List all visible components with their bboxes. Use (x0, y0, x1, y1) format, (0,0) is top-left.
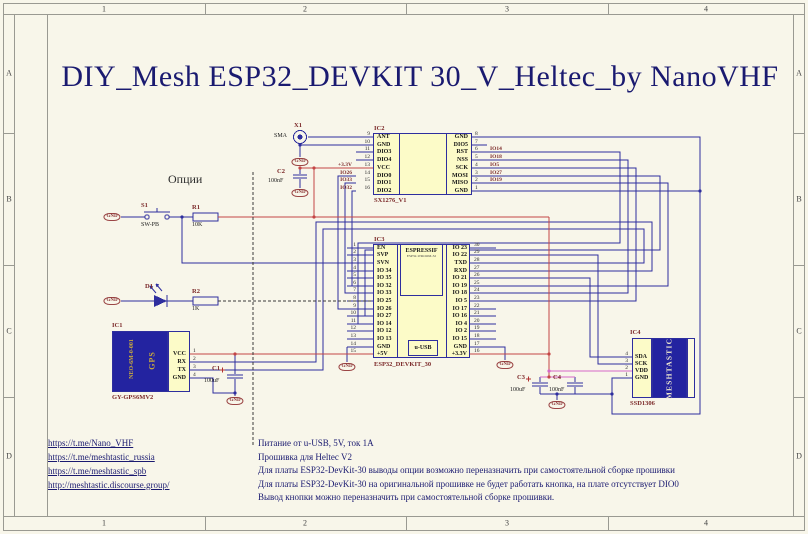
link-meshtastic-russia[interactable]: https://t.me/meshtastic_russia (48, 452, 155, 462)
junction-dots (180, 143, 702, 396)
link-list: https://t.me/Nano_VHF https://t.me/mesht… (48, 438, 169, 494)
ic4-connector-strip (687, 338, 695, 398)
row-marker: B (796, 194, 802, 204)
c4-ref: C4 (553, 374, 561, 381)
c4-value: 100nF (549, 387, 565, 393)
s1-value: SW-PB (141, 222, 160, 228)
col-marker: 3 (505, 4, 509, 14)
col-marker: 2 (303, 4, 307, 14)
col-marker: 3 (505, 518, 509, 528)
chip-sub-label: ESP32-WROOM-32 (406, 254, 437, 258)
col-marker: 1 (102, 518, 106, 528)
gnd-symbol: GND (291, 189, 309, 197)
ic3-usb-port: u-USB (408, 340, 438, 356)
row-marker: A (6, 68, 12, 78)
row-marker: C (796, 326, 802, 336)
note-line: Для платы ESP32-DevKit-30 на оригинально… (258, 478, 679, 489)
gps-label: GPS (147, 351, 157, 370)
ic4-pin-block (632, 338, 652, 398)
options-label: Опции (168, 172, 203, 186)
ic3-esp32-body (373, 244, 470, 358)
gnd-symbol: GND (226, 397, 244, 405)
gnd-symbol: GND (548, 401, 566, 409)
option-dashed-lines (218, 172, 373, 447)
r1-ref: R1 (192, 204, 200, 211)
col-marker: 1 (102, 4, 106, 14)
note-line: Прошивка для Heltec V2 (258, 451, 353, 462)
row-marker: D (796, 451, 802, 461)
ic3-espressif-chip: ESPRESSIF ESP32-WROOM-32 (400, 244, 443, 296)
x1-value: SMA (274, 133, 288, 139)
c1-value: 100uF (204, 378, 220, 384)
ic1-pin-block (168, 331, 190, 392)
row-marker: C (6, 326, 12, 336)
c2-value: 100nF (268, 178, 284, 184)
c3-ref: C3 (517, 374, 525, 381)
gnd-symbol: GND (103, 297, 121, 305)
note-line: Для платы ESP32-DevKit-30 выводы опции в… (258, 465, 675, 476)
d1-ref: D1 (145, 283, 153, 290)
c1-ref: C1 (212, 365, 220, 372)
sma-connector (293, 130, 307, 144)
r2-ref: R2 (192, 288, 200, 295)
c2-ref: C2 (277, 168, 285, 175)
col-marker: 4 (704, 4, 708, 14)
ic2-name: SX1276_V1 (374, 197, 407, 204)
chip-label: ESPRESSIF (405, 248, 438, 254)
ic1-name: GY-GPS6MV2 (112, 394, 154, 401)
r1-value: 10K (192, 222, 203, 228)
s1-ref: S1 (141, 202, 148, 209)
led-symbol (154, 295, 167, 307)
link-nano-vhf[interactable]: https://t.me/Nano_VHF (48, 438, 134, 448)
ic2-sx1276-body (373, 133, 472, 195)
row-marker: D (6, 451, 12, 461)
x1-ref: X1 (294, 122, 302, 129)
note-line: Вывод кнопки можно переназначить при сам… (258, 492, 555, 503)
gnd-symbol: GND (291, 158, 309, 166)
gps-module-label: NEO-6M-0-001 (129, 339, 135, 379)
ic2-ref: IC2 (374, 125, 385, 132)
page-title: DIY_Mesh ESP32_DEVKIT 30_V_Heltec_by Nan… (61, 60, 779, 94)
ic1-gps-module (112, 331, 168, 392)
c3-value: 100uF (510, 387, 526, 393)
note-line: Питание от u-USB, 5V, ток 1А (258, 438, 374, 448)
gnd-symbol: GND (496, 361, 514, 369)
ic1-ref: IC1 (112, 322, 123, 329)
ic4-oled-module (652, 338, 687, 398)
vdd-wires (540, 370, 632, 378)
ic3-name: ESP32_DEVKIT_30 (374, 361, 432, 368)
col-marker: 4 (704, 518, 708, 528)
gnd-symbol: GND (338, 363, 356, 371)
oled-module-label: MESHTASTIC (664, 337, 674, 400)
power-wires (190, 167, 550, 382)
row-marker: A (796, 68, 802, 78)
gnd-symbol: GND (103, 213, 121, 221)
ic4-name: SSD1306 (630, 400, 655, 407)
ic3-ref: IC3 (374, 236, 385, 243)
notes-block: Питание от u-USB, 5V, ток 1А Прошивка дл… (258, 438, 679, 506)
row-marker: B (6, 194, 12, 204)
link-meshtastic-discourse[interactable]: http://meshtastic.discourse.group/ (48, 480, 170, 490)
col-marker: 2 (303, 518, 307, 528)
ic4-ref: IC4 (630, 329, 641, 336)
r2-value: 1K (192, 306, 200, 312)
link-meshtastic-spb[interactable]: https://t.me/meshtastic_spb (48, 466, 147, 476)
